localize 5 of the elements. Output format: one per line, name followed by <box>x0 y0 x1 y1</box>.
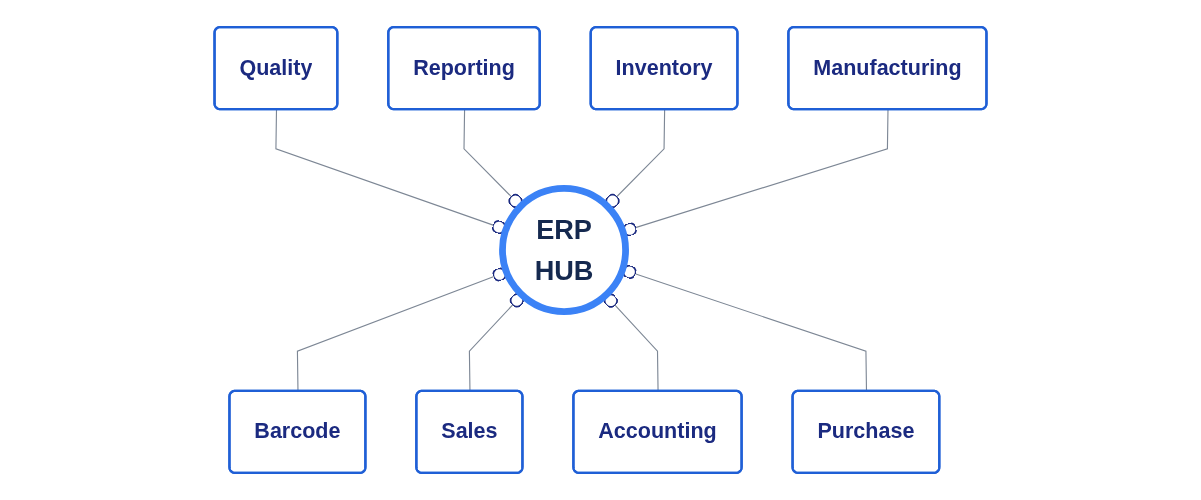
node-circle: ERP HUB <box>499 185 629 315</box>
connector <box>275 109 507 235</box>
connector <box>605 109 666 208</box>
connector <box>463 109 523 208</box>
connector <box>622 109 889 237</box>
